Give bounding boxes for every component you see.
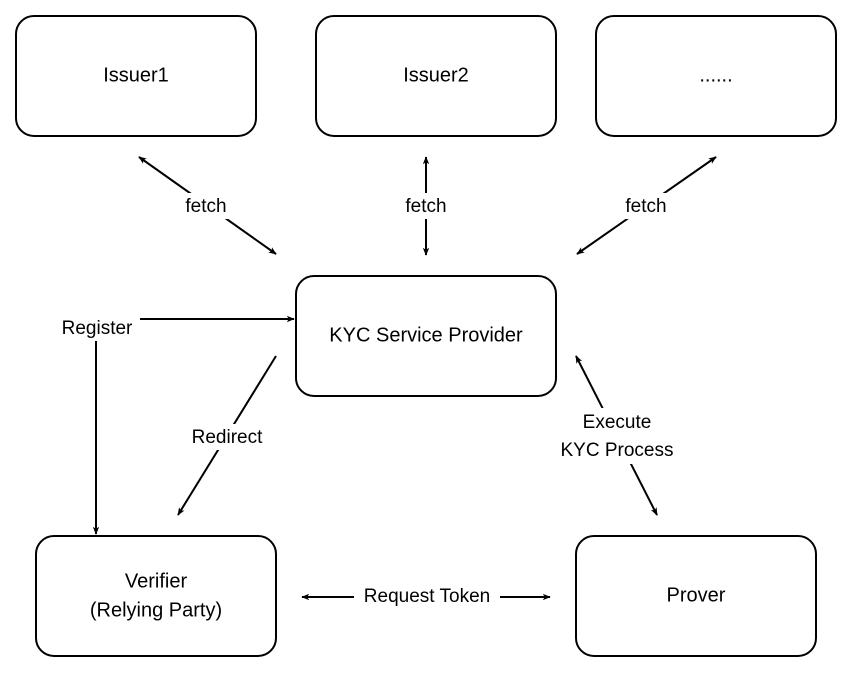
prover-box xyxy=(575,535,817,657)
fetch-edge-issuer2: fetch xyxy=(400,156,452,256)
request-token-edge: Request Token xyxy=(301,583,551,609)
fetch-label-bg-issuer2 xyxy=(400,193,452,219)
issuer-more-label: ...... xyxy=(699,64,732,86)
request-token-label-bg xyxy=(354,583,500,609)
verifier-node: Verifier (Relying Party) xyxy=(35,535,277,657)
issuer-more-node: ...... xyxy=(595,15,837,137)
register-label-bg xyxy=(54,315,140,341)
fetch-edge-issuer1: fetch xyxy=(138,156,277,255)
issuer2-node: Issuer2 xyxy=(315,15,557,137)
execute-kyc-label-line1: Execute xyxy=(583,412,652,433)
issuer-more-box xyxy=(595,15,837,137)
issuer1-label: Issuer1 xyxy=(103,64,169,86)
execute-kyc-label-line2: KYC Process xyxy=(561,440,674,461)
fetch-label-bg-issuer1 xyxy=(180,193,232,219)
kyc-service-provider-label: KYC Service Provider xyxy=(329,324,523,346)
kyc-service-provider-box xyxy=(295,275,557,397)
request-token-label: Request Token xyxy=(364,586,490,607)
fetch-label-issuer1: fetch xyxy=(185,196,226,217)
execute-kyc-edge: Execute KYC Process xyxy=(550,355,684,516)
verifier-box xyxy=(35,535,277,657)
issuer1-box xyxy=(15,15,257,137)
fetch-edge-issuer-more: fetch xyxy=(576,156,717,255)
issuer2-label: Issuer2 xyxy=(403,64,469,86)
register-edge: Register xyxy=(54,315,295,535)
register-label: Register xyxy=(62,318,133,339)
redirect-label: Redirect xyxy=(192,427,263,448)
redirect-edge: Redirect xyxy=(177,355,277,516)
verifier-label-line2: (Relying Party) xyxy=(90,599,222,621)
prover-label: Prover xyxy=(667,584,726,606)
issuer1-node: Issuer1 xyxy=(15,15,257,137)
verifier-label-line1: Verifier xyxy=(125,570,188,592)
kyc-service-provider-node: KYC Service Provider xyxy=(295,275,557,397)
prover-node: Prover xyxy=(575,535,817,657)
fetch-label-issuer-more: fetch xyxy=(625,196,666,217)
fetch-label-bg-issuer-more xyxy=(620,193,672,219)
execute-kyc-label-bg xyxy=(550,408,684,464)
fetch-label-issuer2: fetch xyxy=(405,196,446,217)
redirect-label-bg xyxy=(184,424,270,450)
issuer2-box xyxy=(315,15,557,137)
